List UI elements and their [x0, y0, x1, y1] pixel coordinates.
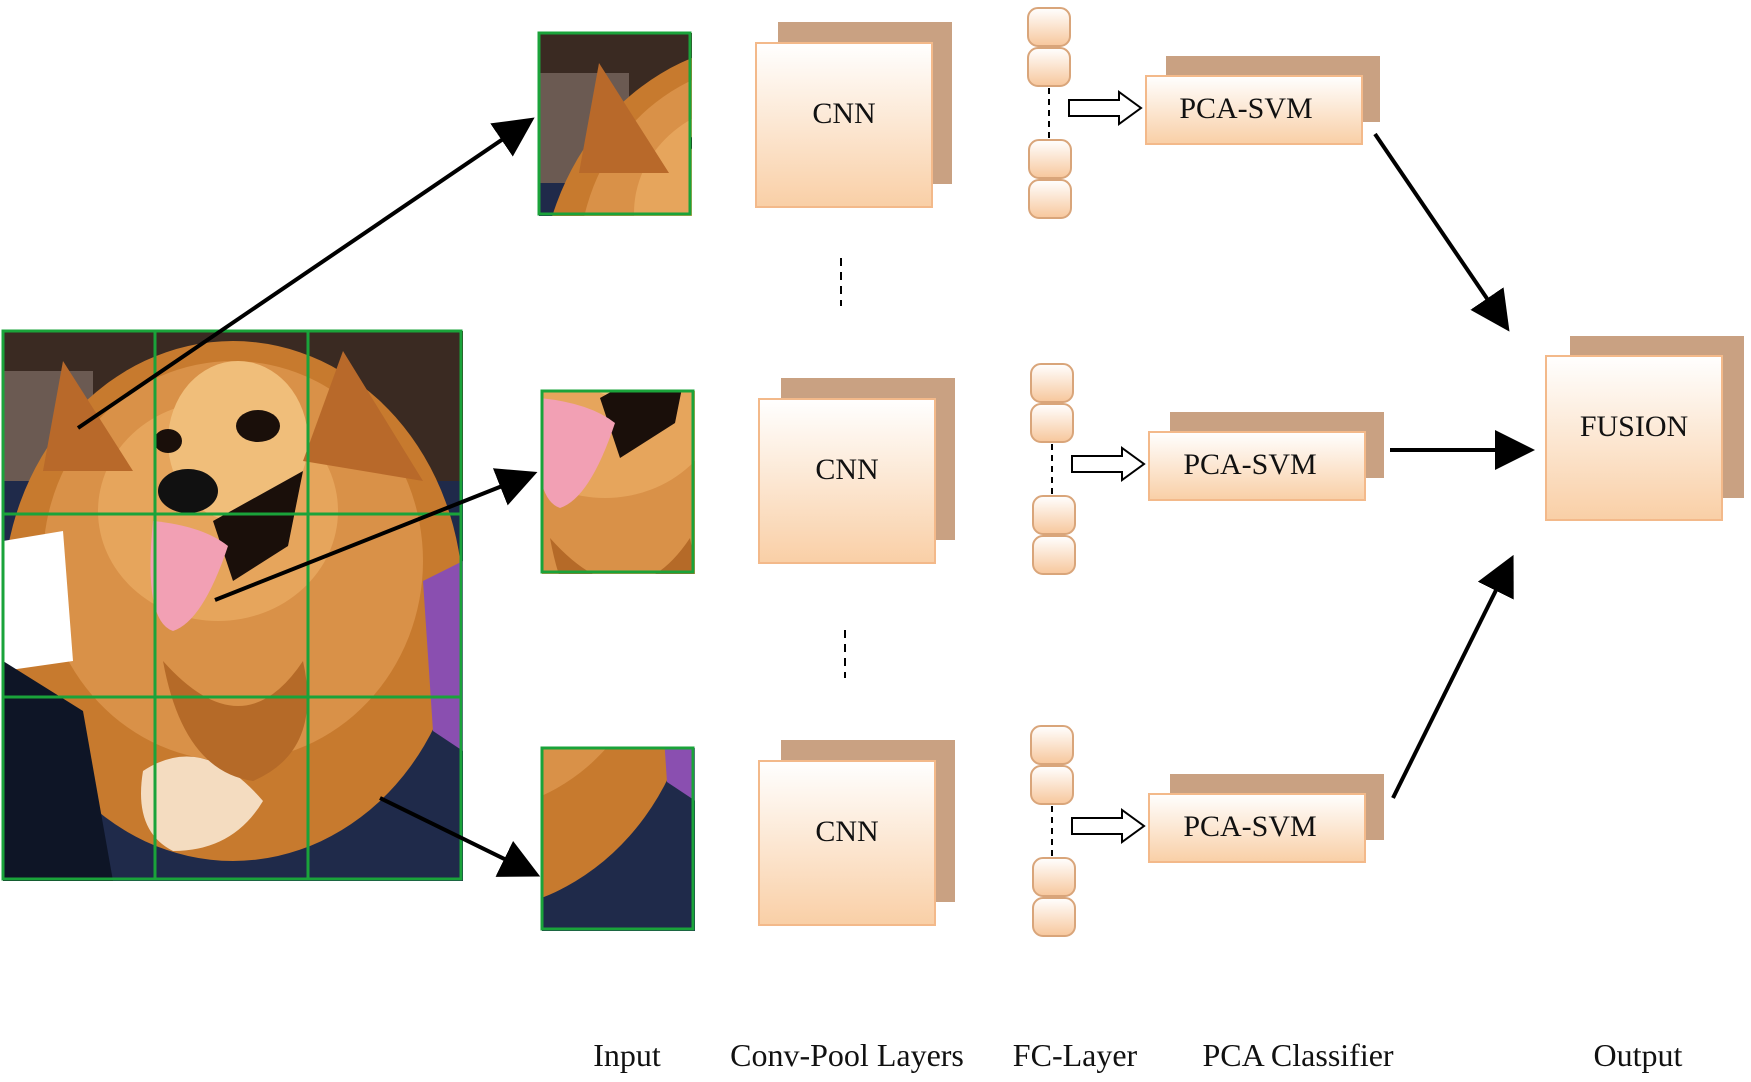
arrow-bottom-to-fusion [1391, 554, 1514, 799]
fc-neuron-icon [1032, 535, 1076, 575]
fc-neuron-icon [1032, 495, 1076, 535]
fc-neuron-icon [1028, 179, 1072, 219]
pca-svm-label: PCA-SVM [1183, 448, 1316, 481]
pca-svm-block-bottom: PCA-SVM [1148, 774, 1384, 863]
hollow-arrow-icon [1071, 808, 1146, 844]
caption-conv-pool: Conv-Pool Layers [730, 1037, 964, 1073]
fc-neuron-icon [1030, 403, 1074, 443]
hollow-arrow-icon [1071, 446, 1146, 482]
patch-grid [1, 329, 463, 881]
cnn-label: CNN [812, 97, 875, 130]
cnn-block-middle: CNN [758, 378, 955, 564]
fusion-block: FUSION [1545, 336, 1744, 521]
cnn-label: CNN [815, 453, 878, 486]
patch-bottom [540, 746, 695, 931]
caption-input: Input [593, 1037, 661, 1073]
fc-neuron-icon [1030, 725, 1074, 765]
dog-photo-icon [3, 331, 463, 881]
input-photo [1, 329, 463, 881]
pca-svm-block-middle: PCA-SVM [1148, 412, 1384, 501]
cnn-block-bottom: CNN [758, 740, 955, 926]
fc-neuron-icon [1030, 765, 1074, 805]
caption-output: Output [1594, 1037, 1683, 1073]
arrow-to-patch-middle [214, 468, 538, 602]
caption-pca-classifier: PCA Classifier [1202, 1037, 1393, 1073]
fc-layer-top [1027, 7, 1072, 219]
arrow-to-patch-top [76, 117, 535, 430]
hollow-arrows [1068, 90, 1146, 844]
fc-layer-bottom [1030, 725, 1076, 937]
ellipsis-dashes [840, 258, 846, 678]
fusion-label: FUSION [1580, 410, 1688, 443]
caption-fc-layer: FC-Layer [1013, 1037, 1138, 1073]
fc-neuron-icon [1030, 363, 1074, 403]
fc-neuron-icon [1032, 857, 1076, 897]
fc-neuron-icon [1032, 897, 1076, 937]
fusion-arrows [1373, 132, 1535, 799]
arrow-to-patch-bottom [379, 796, 541, 877]
fc-neuron-icon [1027, 7, 1071, 47]
hollow-arrow-icon [1068, 90, 1143, 126]
pca-svm-label: PCA-SVM [1179, 92, 1312, 125]
fc-layer-middle [1030, 363, 1076, 575]
column-captions: Input Conv-Pool Layers FC-Layer PCA Clas… [593, 1037, 1682, 1073]
pca-svm-label: PCA-SVM [1183, 810, 1316, 843]
patch-arrows [76, 117, 541, 877]
fc-neuron-icon [1027, 47, 1071, 87]
cnn-label: CNN [815, 815, 878, 848]
arrow-top-to-fusion [1373, 132, 1510, 332]
fc-neuron-icon [1028, 139, 1072, 179]
cnn-block-top: CNN [755, 22, 952, 208]
patch-middle [540, 389, 695, 574]
pca-svm-block-top: PCA-SVM [1145, 56, 1380, 145]
patch-top [537, 31, 692, 216]
